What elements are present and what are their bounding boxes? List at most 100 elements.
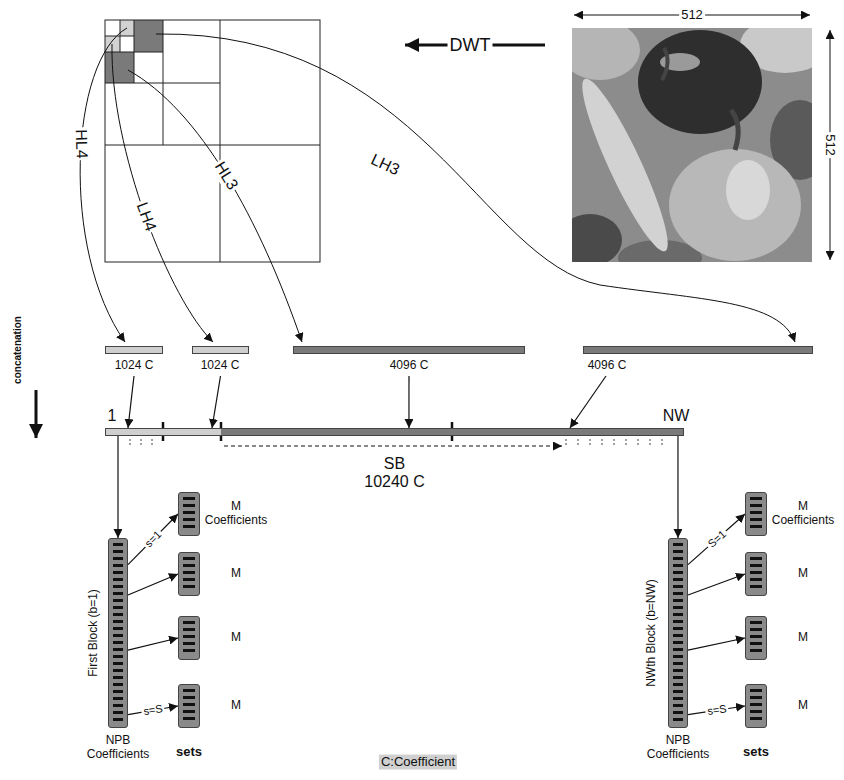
set-label: M	[767, 699, 839, 713]
index-label: NW	[661, 407, 692, 425]
set-bar: M	[745, 616, 767, 660]
connector-arrow	[688, 514, 745, 565]
coefficient-bar	[105, 346, 163, 354]
connector-arrow	[677, 436, 678, 538]
connector-arrow	[128, 514, 178, 565]
coefficient-bar	[192, 346, 249, 354]
connector-arrow	[117, 436, 118, 538]
coefficient-count: 1024 C	[201, 359, 240, 373]
group-label: sets	[741, 745, 771, 760]
coefficient-block	[108, 538, 128, 728]
pepper-stem	[662, 48, 668, 80]
subband-arrow	[80, 28, 127, 342]
transform-label: DWT	[448, 35, 493, 56]
subband-bar: 1024 C	[105, 346, 163, 376]
pepper	[572, 72, 680, 258]
edge-label: s=S	[704, 702, 729, 718]
coefficient-block	[178, 616, 200, 660]
coefficient-count: SB 10240 C	[362, 455, 428, 492]
set-bar: M Coefficients	[178, 492, 200, 536]
pepper	[572, 28, 640, 80]
index-label: 1	[106, 407, 119, 425]
set-label: M Coefficients	[200, 500, 272, 528]
set-bar: M Coefficients	[745, 492, 767, 536]
subband-bar: 4096 C	[293, 346, 525, 376]
block-bar: First Block (b=1)NPB Coefficients	[108, 538, 128, 728]
block-tick	[130, 439, 662, 447]
coefficient-slots	[183, 557, 195, 591]
concatenated-bar: SB 10240 C	[105, 428, 684, 436]
coefficient-block	[178, 552, 200, 596]
grid-ground	[105, 20, 320, 262]
coefficient-count: 1024 C	[115, 359, 154, 373]
coefficient-slots	[750, 497, 762, 531]
subband-cell	[134, 20, 163, 52]
span-arrow	[224, 446, 562, 447]
set-bar: M	[178, 552, 200, 596]
connector-arrow	[128, 638, 178, 650]
subband-label: HL4	[71, 127, 91, 161]
connector-arrow	[408, 376, 409, 428]
process-label: concatenation	[12, 314, 24, 386]
coefficient-bar	[293, 346, 525, 354]
coefficient-block	[745, 552, 767, 596]
subband-bar: 1024 C	[192, 346, 249, 376]
connector-arrow	[128, 574, 178, 595]
coefficient-slots	[673, 543, 683, 723]
coefficient-bar	[583, 346, 813, 354]
pepper-stem	[731, 110, 738, 150]
set-label: M	[200, 567, 272, 581]
pepper-highlight	[726, 160, 770, 220]
coefficient-block	[745, 616, 767, 660]
grid-line	[105, 20, 320, 262]
coefficient-slots	[183, 621, 195, 655]
connector-arrow	[128, 376, 134, 428]
block-size: NPB Coefficients	[642, 734, 714, 762]
set-label: M	[767, 567, 839, 581]
connector-arrow	[212, 376, 221, 428]
subband-arrow	[156, 34, 795, 342]
coefficient-count: 4096 C	[390, 359, 429, 373]
set-bar: M	[745, 684, 767, 728]
grid-border	[105, 20, 320, 262]
peppers-photo	[572, 28, 812, 262]
pepper	[638, 30, 762, 134]
coefficient-block	[178, 684, 200, 728]
connector-arrow	[688, 574, 745, 595]
coefficient-block	[668, 538, 688, 728]
set-bar: M	[745, 552, 767, 596]
subband-cell	[105, 52, 134, 83]
pepper	[669, 149, 801, 261]
subband-cell	[105, 36, 120, 52]
block-size: NPB Coefficients	[82, 734, 154, 762]
coefficient-block	[745, 492, 767, 536]
edge-label: s=S	[140, 702, 165, 718]
dwt-grid	[105, 20, 320, 262]
coefficient-slots	[750, 621, 762, 655]
subband-label: LH3	[366, 150, 404, 181]
coefficient-slots	[750, 557, 762, 591]
coefficient-count: 4096 C	[588, 359, 627, 373]
block-title: NWth Block (b=NW)	[645, 579, 659, 687]
connector-arrow	[570, 376, 606, 428]
coefficient-slots	[113, 543, 123, 723]
pepper	[572, 214, 622, 262]
dimension-label: 512	[679, 8, 705, 23]
coefficient-slots	[183, 689, 195, 723]
coefficient-slots	[183, 497, 195, 531]
set-label: M	[767, 631, 839, 645]
group-label: sets	[174, 745, 204, 760]
coefficient-slots	[750, 689, 762, 723]
set-label: M	[200, 699, 272, 713]
coefficient-block	[745, 684, 767, 728]
dimension-label: 512	[823, 132, 838, 158]
set-bar: M	[178, 616, 200, 660]
block-title: First Block (b=1)	[87, 589, 101, 677]
set-bar: M	[178, 684, 200, 728]
set-label: M Coefficients	[767, 500, 839, 528]
connector-arrow	[688, 638, 745, 650]
connector-layer	[118, 376, 745, 715]
subband-arrow	[128, 70, 302, 342]
key-note: C:Coefficient	[379, 755, 457, 770]
